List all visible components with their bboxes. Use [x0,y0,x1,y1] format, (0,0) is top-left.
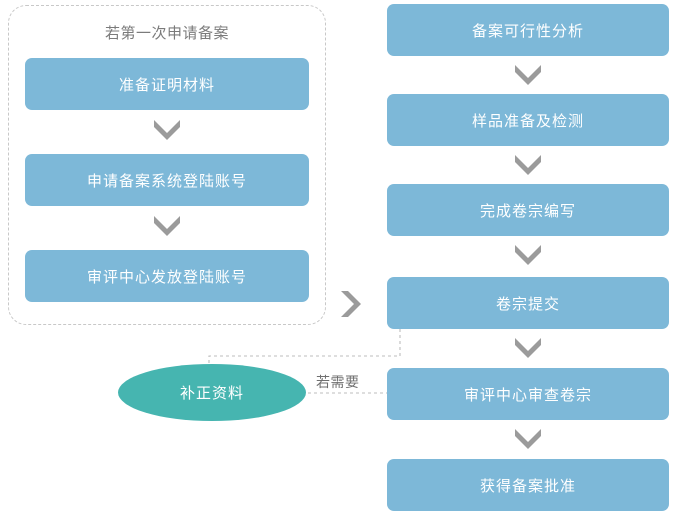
chevron-down-icon [152,118,182,140]
step-apply-filing-system-account[interactable]: 申请备案系统登陆账号 [25,154,309,206]
step-feasibility-analysis[interactable]: 备案可行性分析 [387,4,669,56]
step-prepare-certification-materials[interactable]: 准备证明材料 [25,58,309,110]
node-supplement-materials[interactable]: 补正资料 [118,364,306,421]
flowchart-canvas: 若第一次申请备案 准备证明材料 申请备案系统登陆账号 审评中心发放登陆账号 备案… [8,4,669,511]
step-obtain-filing-approval[interactable]: 获得备案批准 [387,459,669,511]
chevron-down-icon [513,63,543,85]
group-title: 若第一次申请备案 [104,25,229,42]
chevron-down-icon [513,336,543,358]
step-center-reviews-dossier[interactable]: 审评中心审查卷宗 [387,368,669,420]
chevron-right-icon [339,289,361,319]
chevron-down-icon [513,427,543,449]
chevron-down-icon [152,214,182,236]
step-complete-dossier-writing[interactable]: 完成卷宗编写 [387,184,669,236]
step-dossier-submission[interactable]: 卷宗提交 [387,277,669,329]
condition-label-if-needed: 若需要 [316,374,360,390]
chevron-down-icon [513,243,543,265]
step-sample-preparation-testing[interactable]: 样品准备及检测 [387,94,669,146]
chevron-down-icon [513,153,543,175]
step-center-issues-account[interactable]: 审评中心发放登陆账号 [25,250,309,302]
